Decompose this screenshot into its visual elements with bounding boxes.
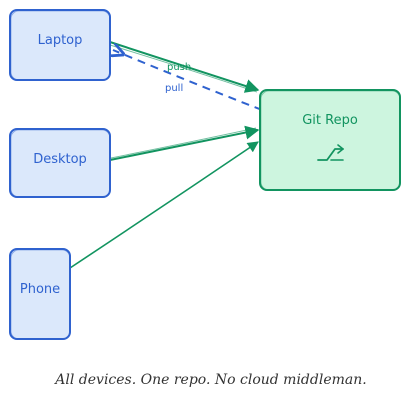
push-label: push: [167, 62, 191, 73]
push-arrow-phone-to-repo: [69, 141, 259, 269]
phone-label: Phone: [20, 282, 60, 297]
pull-arrow-repo-to-laptop: [113, 50, 263, 111]
push-arrow-desktop-to-repo: [109, 125, 260, 161]
pull-label: pull: [165, 83, 183, 94]
laptop-node: Laptop: [9, 9, 111, 81]
diagram-caption: All devices. One repo. No cloud middlema…: [53, 372, 366, 388]
branch-icon: [317, 144, 344, 161]
desktop-node: Desktop: [9, 128, 111, 198]
phone-node: Phone: [9, 248, 71, 340]
git-repo-label: Git Repo: [302, 113, 358, 128]
laptop-label: Laptop: [38, 33, 83, 48]
desktop-label: Desktop: [33, 152, 87, 167]
git-repo-node: Git Repo: [259, 89, 401, 191]
